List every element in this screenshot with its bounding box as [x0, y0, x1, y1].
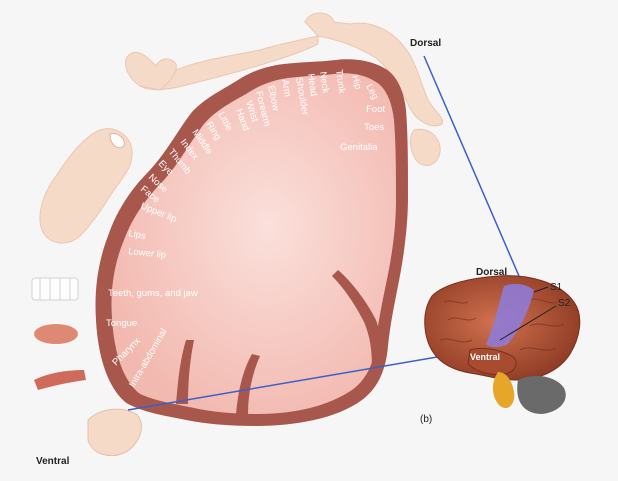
- s1-region: [486, 283, 534, 347]
- brain-inset: [424, 275, 581, 414]
- label-elbow: Elbow: [265, 84, 281, 112]
- label-tongue: Tongue: [106, 318, 137, 329]
- panel-label: (b): [420, 414, 432, 425]
- ventral-connection-line: [127, 349, 479, 411]
- brain-stem: [492, 372, 515, 409]
- homunculus-teeth: [31, 277, 79, 301]
- label-foot: Foot: [366, 104, 385, 115]
- s1-pointer: [533, 286, 549, 293]
- label-head: Head: [305, 73, 319, 97]
- inset-dorsal-label: Dorsal: [476, 267, 507, 278]
- label-toes: Toes: [364, 122, 384, 133]
- label-trunk: Trunk: [333, 69, 347, 94]
- homunculus-face: [39, 128, 133, 244]
- dorsal-connection-line: [423, 55, 523, 284]
- label-lower-lip: Lower lip: [128, 246, 167, 261]
- label-hip: Hip: [349, 74, 363, 91]
- inset-ventral-label: Ventral: [470, 352, 500, 362]
- homunculus-tongue: [34, 324, 78, 344]
- cortex-section: [95, 59, 408, 427]
- label-lips: Lips: [127, 228, 146, 242]
- cortex-inner: [111, 73, 396, 415]
- homunculus-eye: [109, 133, 125, 148]
- label-teeth-gums-jaw: Teeth, gums, and jaw: [108, 288, 198, 299]
- homunculus-intestine: [87, 408, 142, 456]
- brain-temporal: [467, 347, 517, 375]
- label-genitalia: Genitalia: [340, 142, 378, 153]
- homunculus-genitalia: [409, 128, 441, 167]
- cortex-sulcus-right: [332, 270, 382, 368]
- ventral-label: Ventral: [36, 456, 70, 467]
- homunculus-figure: [31, 12, 444, 456]
- dorsal-label: Dorsal: [410, 38, 441, 49]
- brain-gyri: [439, 298, 565, 351]
- cortex-sulcus-bottom: [176, 340, 194, 404]
- s2-pointer: [499, 305, 557, 341]
- cortex-sulcus-bottom-2: [236, 354, 260, 414]
- homunculus-hand: [125, 52, 177, 91]
- homunculus-foot: [304, 12, 444, 127]
- label-arm: Arm: [279, 79, 293, 98]
- homunculus-pharynx: [34, 370, 86, 390]
- label-neck: Neck: [317, 71, 331, 94]
- brain-cerebellum: [517, 375, 566, 414]
- connection-lines: [127, 55, 523, 411]
- s1-label: S1: [550, 282, 563, 293]
- s2-label: S2: [558, 298, 571, 309]
